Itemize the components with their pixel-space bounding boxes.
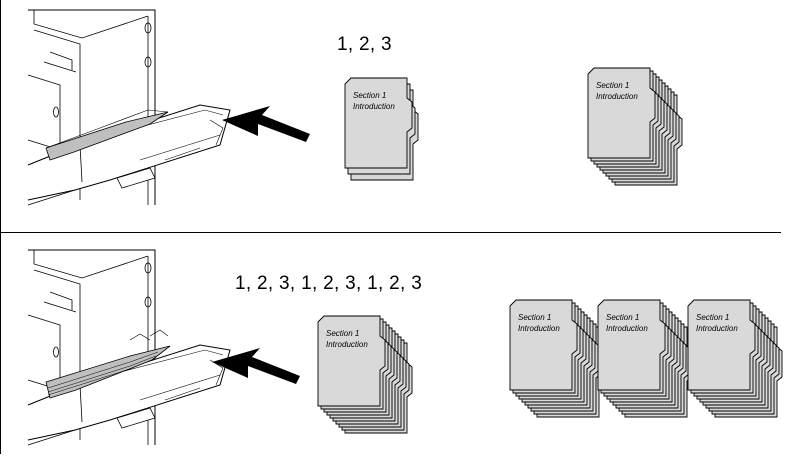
tab-label-line2: Introduction xyxy=(596,92,638,101)
tab-label-line2: Introduction xyxy=(606,324,648,333)
tab-label-line1: Section 1 xyxy=(326,329,359,338)
printer-bypass-tray xyxy=(27,249,231,446)
tray-paper-stack xyxy=(45,109,169,161)
feed-arrow-icon xyxy=(222,106,310,142)
output-stack: Section 1 Introduction xyxy=(509,299,605,418)
tab-label-line1: Section 1 xyxy=(606,313,639,322)
top-panel: Section 1 Introduction Section 1 Introdu… xyxy=(27,9,683,206)
output-stack: Section 1 Introduction xyxy=(597,299,693,418)
tab-sheet-set: Section 1 Introduction xyxy=(317,315,413,434)
tab-sheet-set: Section 1 Introduction xyxy=(344,77,419,181)
sequence-label-top: 1, 2, 3 xyxy=(337,34,392,55)
tab-label-line2: Introduction xyxy=(518,324,560,333)
sequence-label-bottom: 1, 2, 3, 1, 2, 3, 1, 2, 3 xyxy=(235,273,423,294)
tray-paper-stack xyxy=(45,329,171,399)
tab-label-line2: Introduction xyxy=(326,340,368,349)
tab-label-line1: Section 1 xyxy=(353,91,386,100)
printer-bypass-tray xyxy=(27,9,231,206)
bottom-panel: Section 1 Introduction Section 1 Introdu… xyxy=(27,249,783,446)
tab-label-line1: Section 1 xyxy=(696,313,729,322)
tab-label-line1: Section 1 xyxy=(518,313,551,322)
output-stack: Section 1 Introduction xyxy=(687,299,783,418)
output-stack: Section 1 Introduction xyxy=(587,67,683,186)
tab-label-line2: Introduction xyxy=(696,324,738,333)
tab-label-line2: Introduction xyxy=(353,102,395,111)
tab-label-line1: Section 1 xyxy=(596,81,629,90)
